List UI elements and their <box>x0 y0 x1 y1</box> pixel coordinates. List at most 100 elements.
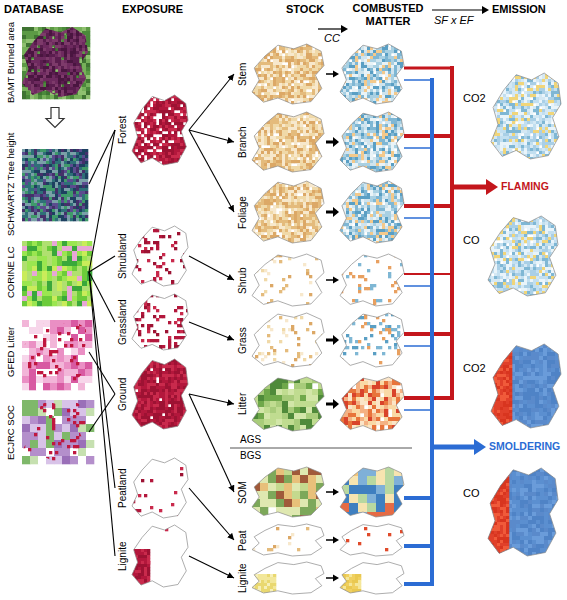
map-pixel <box>55 197 58 200</box>
map-pixel <box>74 31 78 35</box>
map-pixel <box>22 408 30 416</box>
map-pixel <box>82 91 86 95</box>
map-pixel <box>141 137 144 140</box>
map-pixel <box>174 101 177 104</box>
map-pixel <box>76 194 79 197</box>
map-pixel <box>52 152 55 155</box>
map-pixel <box>64 197 67 200</box>
map-pixel <box>138 125 141 128</box>
map-pixel <box>43 96 46 99</box>
map-pixel <box>78 448 86 456</box>
map-pixel <box>52 215 55 218</box>
map-pixel <box>34 185 37 188</box>
map-pixel <box>46 440 54 448</box>
map-pixel <box>132 107 135 110</box>
map-pixel <box>46 380 49 383</box>
map-pixel <box>34 96 37 99</box>
map-pixel <box>147 137 150 140</box>
map-pixel <box>22 161 25 164</box>
map-pixel <box>25 185 28 188</box>
map-pixel <box>78 369 85 376</box>
map-pixel <box>37 87 40 90</box>
map-pixel <box>47 261 52 266</box>
map-pixel <box>34 155 37 158</box>
map-pixel <box>82 179 85 182</box>
map-pixel <box>73 81 76 84</box>
map-pixel <box>52 421 55 424</box>
map-pixel <box>147 119 150 122</box>
map-pixel <box>40 155 43 158</box>
map-pixel <box>150 119 153 122</box>
map-pixel <box>22 353 25 356</box>
map-pixel <box>67 48 70 51</box>
map-pixel <box>174 104 177 107</box>
map-pixel <box>31 155 34 158</box>
map-pixel <box>85 33 88 36</box>
map-pixel <box>82 241 87 246</box>
map-pixel <box>58 27 62 31</box>
map-pixel <box>31 191 34 194</box>
map-pixel <box>70 36 73 39</box>
map-pixel <box>57 320 64 327</box>
map-pixel <box>177 116 180 119</box>
map-pixel <box>77 276 82 281</box>
map-pixel <box>52 27 55 30</box>
map-pixel <box>40 194 43 197</box>
map-pixel <box>43 215 46 218</box>
map-pixel <box>22 200 25 203</box>
map-pixel <box>180 107 183 110</box>
map-pixel <box>46 87 49 90</box>
map-pixel <box>177 119 180 122</box>
map-pixel <box>82 251 87 256</box>
map-pixel <box>27 246 32 251</box>
map-pixel <box>36 348 43 355</box>
map-pixel <box>30 35 34 39</box>
map-pixel <box>22 87 26 91</box>
map-pixel <box>67 409 70 412</box>
map-pixel <box>159 131 162 134</box>
map-pixel <box>58 173 61 176</box>
map-pixel <box>70 48 73 51</box>
map-pixel <box>34 206 37 209</box>
map-pixel <box>67 241 72 246</box>
map-pixel <box>42 281 47 286</box>
map-pixel <box>73 152 76 155</box>
map-pixel <box>76 182 79 185</box>
map-pixel <box>70 448 78 456</box>
map-pixel <box>64 376 71 383</box>
map-pixel <box>85 463 88 466</box>
map-pixel <box>46 48 49 51</box>
map-pixel <box>82 203 85 206</box>
map-pixel <box>85 155 88 158</box>
map-pixel <box>37 371 40 374</box>
map-pixel <box>77 286 82 291</box>
map-pixel <box>77 256 82 261</box>
map-pixel <box>70 78 73 81</box>
map-pixel <box>61 81 64 84</box>
map-pixel <box>70 155 73 158</box>
map-pixel <box>22 179 25 182</box>
map-pixel <box>22 149 25 152</box>
map-pixel <box>58 93 61 96</box>
map-pixel <box>67 332 70 335</box>
map-pixel <box>82 281 87 286</box>
map-pixel <box>31 39 34 42</box>
map-pixel <box>144 134 147 137</box>
map-pixel <box>61 173 64 176</box>
map-pixel <box>55 39 58 42</box>
map-pixel <box>85 200 88 203</box>
map-pixel <box>67 51 70 54</box>
map-pixel <box>67 179 70 182</box>
map-pixel <box>52 463 55 466</box>
map-pixel <box>28 51 31 54</box>
map-pixel <box>87 246 92 251</box>
map-pixel <box>52 212 55 215</box>
map-pixel <box>49 66 52 69</box>
map-pixel <box>64 42 67 45</box>
map-pixel <box>49 54 52 57</box>
map-pixel <box>72 256 77 261</box>
map-pixel <box>46 161 49 164</box>
map-pixel <box>85 60 88 63</box>
map-pixel <box>165 116 168 119</box>
map-pixel <box>168 122 171 125</box>
